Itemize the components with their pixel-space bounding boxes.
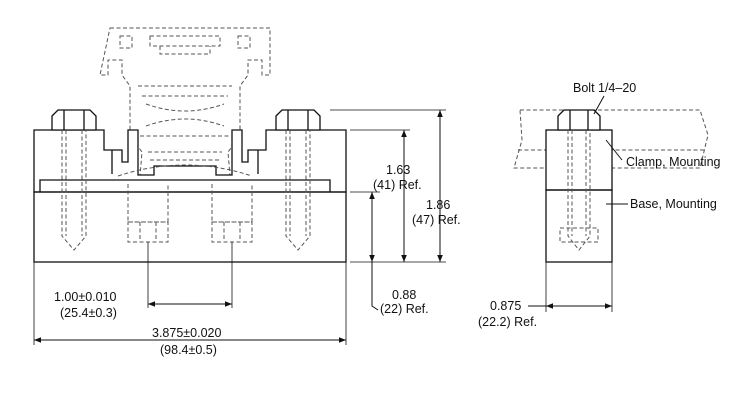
nut-right — [211, 184, 253, 243]
clamp-body — [33, 129, 347, 193]
label-base: Base, Mounting — [630, 197, 717, 211]
dim-spacing-metric: (25.4±0.3) — [60, 306, 117, 320]
dim-spacing-value: 1.00±0.010 — [54, 290, 117, 304]
dim-base-height-metric: (22) Ref. — [380, 302, 429, 316]
dim-base-height-value: 0.88 — [392, 288, 416, 302]
front-view: 1.00±0.010 (25.4±0.3) 3.875±0.020 (98.4±… — [33, 27, 461, 357]
base-body — [33, 191, 347, 263]
side-base — [545, 189, 613, 263]
bolt-head-right — [275, 109, 321, 131]
dim-width-value: 3.875±0.020 — [152, 326, 221, 340]
dim-clamp-height-metric: (41) Ref. — [373, 178, 422, 192]
label-clamp: Clamp, Mounting — [626, 155, 721, 169]
bolt-shank-right — [285, 130, 311, 251]
side-clamp — [545, 129, 613, 191]
bolt-head-left — [51, 109, 97, 131]
bolt-shank-left — [61, 130, 87, 251]
label-bolt: Bolt 1/4–20 — [573, 81, 636, 95]
dim-total-height-value: 1.86 — [426, 198, 450, 212]
dim-width-metric: (98.4±0.5) — [160, 343, 217, 357]
dim-side-width-metric: (22.2) Ref. — [478, 315, 537, 329]
nut-left — [127, 184, 169, 243]
side-bolt-head — [557, 109, 601, 131]
dim-clamp-height-value: 1.63 — [386, 163, 410, 177]
rail-profile — [99, 27, 271, 177]
side-view: 0.875 (22.2) Ref. Bolt 1/4–20 Clamp, Mou… — [478, 81, 721, 329]
dim-side-width-value: 0.875 — [490, 299, 521, 313]
dim-total-height-metric: (47) Ref. — [412, 213, 461, 227]
